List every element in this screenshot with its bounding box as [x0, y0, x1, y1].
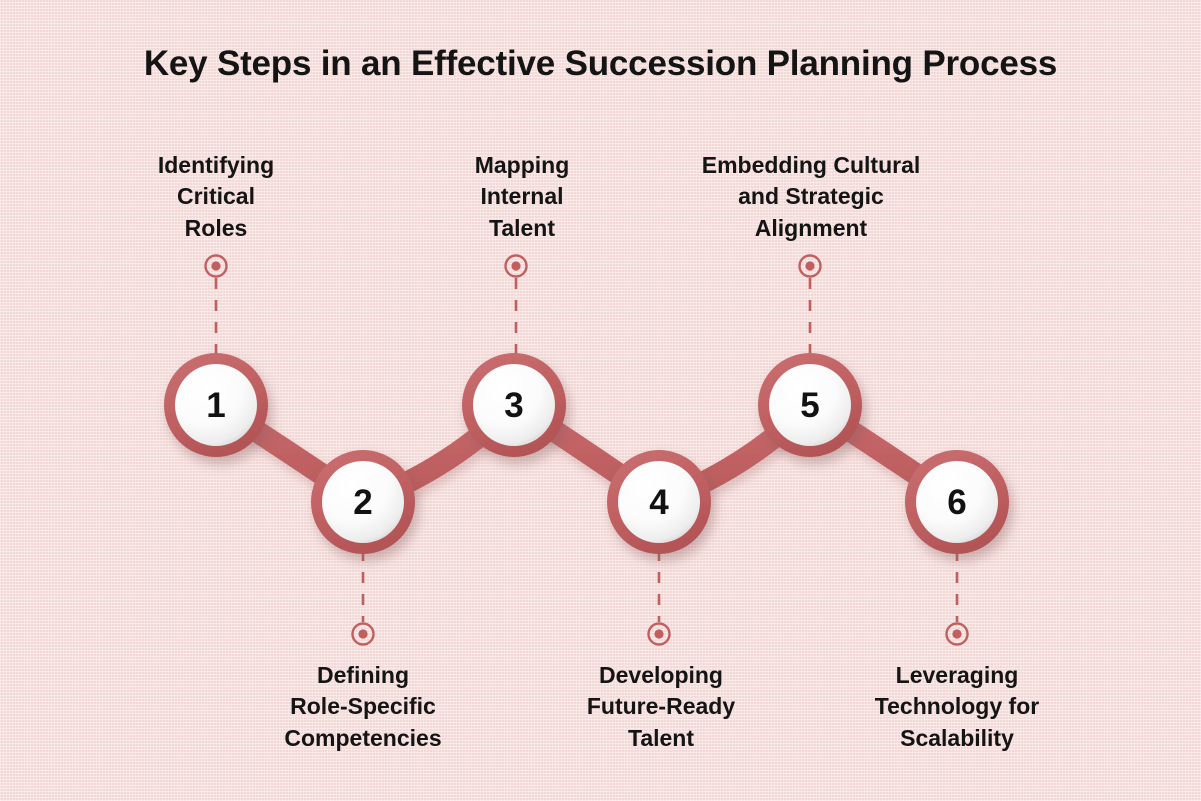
step-node-4: [607, 450, 711, 554]
step-label-1: Identifying Critical Roles: [157, 152, 275, 241]
marker-step-1: [204, 254, 228, 278]
marker-step-6: [945, 622, 969, 646]
marker-step-4: [647, 622, 671, 646]
step-node-6: [905, 450, 1009, 554]
marker-step-5: [798, 254, 822, 278]
marker-step-2: [351, 622, 375, 646]
step-label-2: Defining Role-Specific Competencies: [284, 662, 442, 751]
leader-markers: [204, 254, 969, 646]
step-label-4: Developing Future-Ready Talent: [586, 662, 736, 751]
page-title: Key Steps in an Effective Succession Pla…: [143, 44, 1058, 83]
step-label-6: Leveraging Technology for Scalability: [874, 662, 1040, 751]
marker-step-3: [504, 254, 528, 278]
step-node-3: [462, 353, 566, 457]
step-label-5: Embedding Cultural and Strategic Alignme…: [701, 152, 921, 241]
step-node-2: [311, 450, 415, 554]
step-nodes: [164, 353, 1009, 554]
leader-lines: [214, 278, 959, 622]
step-node-5: [758, 353, 862, 457]
step-label-3: Mapping Internal Talent: [474, 152, 570, 241]
step-node-1: [164, 353, 268, 457]
